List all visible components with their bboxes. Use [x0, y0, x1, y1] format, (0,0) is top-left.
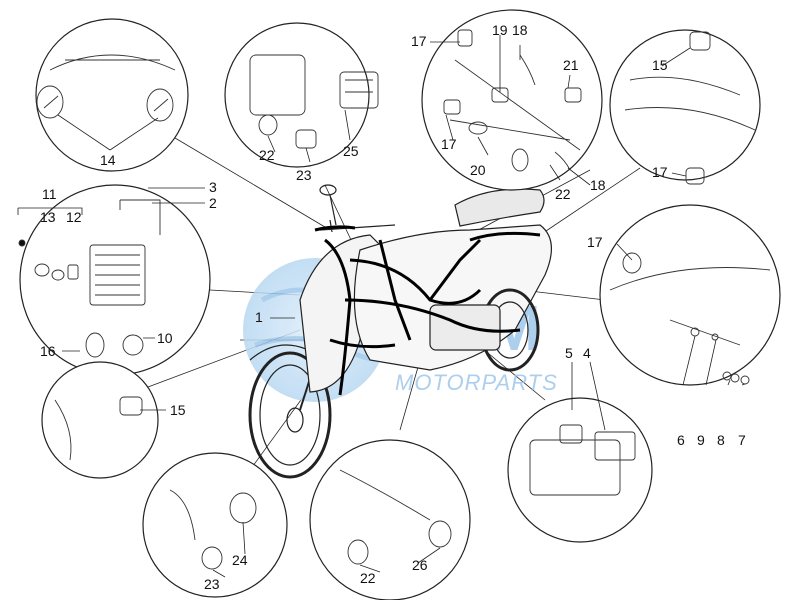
callout-15-top: 15: [652, 57, 668, 73]
callout-22-a: 22: [259, 147, 275, 163]
callout-23-b: 23: [204, 576, 220, 592]
wiring-harness: [314, 225, 541, 396]
detail-front-fork-connectors: [142, 452, 288, 598]
detail-ground-connection: [599, 204, 781, 386]
scooter: [248, 184, 552, 479]
callout-13: 13: [40, 209, 56, 225]
callout-25: 25: [343, 143, 359, 159]
callout-1: 1: [255, 309, 263, 325]
detail-handlebar-switches: [35, 18, 189, 172]
callout-14: 14: [100, 152, 116, 168]
callout-17-b: 17: [441, 136, 457, 152]
callout-18-top: 18: [512, 22, 528, 38]
callout-6: 6: [677, 432, 685, 448]
callout-numbers: 1 2 3 4 5 6 7 8 9 10 11 12 13 14 15 15 1…: [40, 22, 746, 592]
detail-rear-frame-clip: [609, 29, 761, 181]
callout-19: 19: [492, 22, 508, 38]
callout-5: 5: [565, 345, 573, 361]
callout-21: 21: [563, 57, 579, 73]
callout-12: 12: [66, 209, 82, 225]
detail-rear-harness-clips: [421, 9, 603, 191]
callout-23-a: 23: [296, 167, 312, 183]
callout-22-b: 22: [555, 186, 571, 202]
callout-15-left: 15: [170, 402, 186, 418]
callout-17-a: 17: [411, 33, 427, 49]
callout-10: 10: [157, 330, 173, 346]
callout-7: 7: [738, 432, 746, 448]
callout-2: 2: [209, 195, 217, 211]
callout-9: 9: [697, 432, 705, 448]
callout-24: 24: [232, 552, 248, 568]
callout-16: 16: [40, 343, 56, 359]
callout-17-c: 17: [652, 164, 668, 180]
callout-4: 4: [583, 345, 591, 361]
front-wheel: [248, 351, 332, 479]
callout-11: 11: [42, 186, 57, 202]
detail-engine-connectors: [309, 439, 471, 600]
detail-fuse-box: [507, 397, 653, 543]
callout-3: 3: [209, 179, 217, 195]
callout-18-bottom: 18: [590, 177, 606, 193]
callout-leaders: [17, 35, 746, 578]
callout-8: 8: [717, 432, 725, 448]
callout-17-d: 17: [587, 234, 603, 250]
callout-22-c: 22: [360, 570, 376, 586]
detail-contents: [18, 29, 771, 570]
callout-26: 26: [412, 557, 428, 573]
seat: [454, 188, 545, 227]
detail-front-clip: [41, 361, 159, 479]
callout-20: 20: [470, 162, 486, 178]
watermark-sub: MOTORPARTS: [395, 370, 558, 395]
